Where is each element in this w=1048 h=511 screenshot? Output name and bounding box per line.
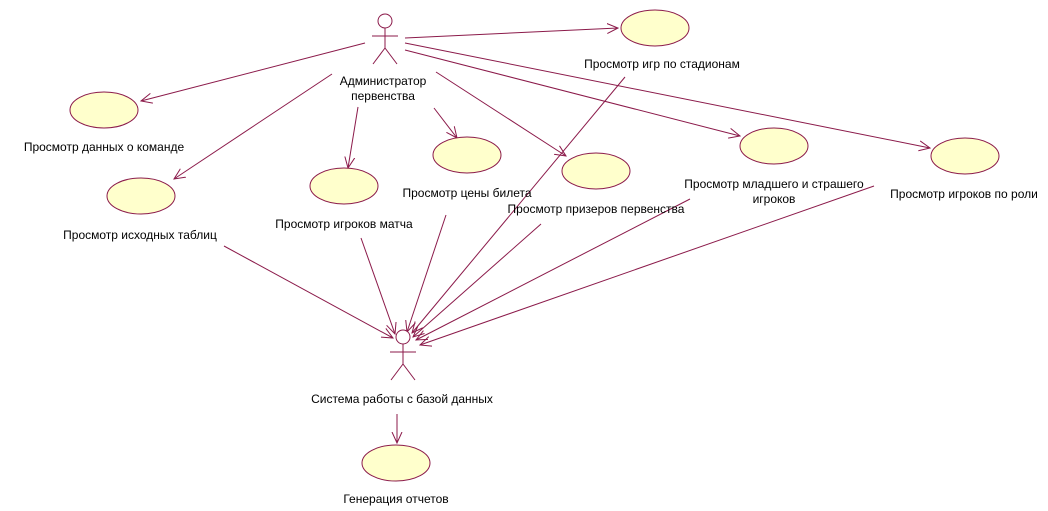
usecase-tables-label: Просмотр исходных таблиц [63,228,217,242]
usecase-match-players-ellipse[interactable] [309,167,379,205]
usecase-team-ellipse[interactable] [69,91,139,129]
system-associations [223,76,875,443]
assoc-admin-winners [435,71,566,156]
usecase-winners-ellipse[interactable] [561,152,631,190]
assoc-match-players-system [360,237,395,334]
usecase-reports-ellipse[interactable] [361,444,431,482]
usecase-roles-ellipse[interactable] [930,137,1000,175]
assoc-stadiums-system [412,76,626,333]
admin-associations [141,28,930,179]
usecase-ticket-label: Просмотр цены билета [402,186,532,200]
usecase-ticket-ellipse[interactable] [432,136,502,174]
assoc-admin-roles [404,42,930,148]
usecase-winners-label: Просмотр призеров первенства [507,202,685,216]
usecase-age-label-line2: игроков [752,192,796,206]
assoc-tables-system [223,245,393,338]
usecase-team-label: Просмотр данных о команде [23,140,185,154]
assoc-winners-system [413,223,542,337]
assoc-age-system [416,198,691,340]
admin-actor-label-line2: первенства [351,89,415,103]
system-actor-icon[interactable] [390,329,416,381]
assoc-admin-tables [174,73,333,179]
assoc-admin-stadiums [404,28,618,39]
assoc-admin-age [404,49,740,136]
usecases [69,9,1000,482]
assoc-admin-match-players [348,106,359,168]
usecase-stadiums-ellipse[interactable] [620,9,690,47]
usecase-stadiums-label: Просмотр игр по стадионам [584,57,740,71]
usecase-age-label-line1: Просмотр младшего и страшего [684,177,864,191]
usecase-roles-label: Просмотр игроков по роли [890,187,1038,201]
assoc-ticket-system [407,214,447,332]
usecase-match-players-label: Просмотр игроков матча [275,217,413,231]
system-actor-label: Система работы с базой данных [311,392,493,406]
admin-actor-label-line1: Администратор [339,74,427,88]
assoc-roles-system [420,185,875,345]
usecase-tables-ellipse[interactable] [106,177,176,215]
usecase-age-ellipse[interactable] [739,127,809,165]
assoc-admin-ticket [433,107,457,138]
assoc-admin-team [141,42,366,101]
admin-actor-icon[interactable] [372,13,398,65]
usecase-reports-label: Генерация отчетов [343,492,449,506]
